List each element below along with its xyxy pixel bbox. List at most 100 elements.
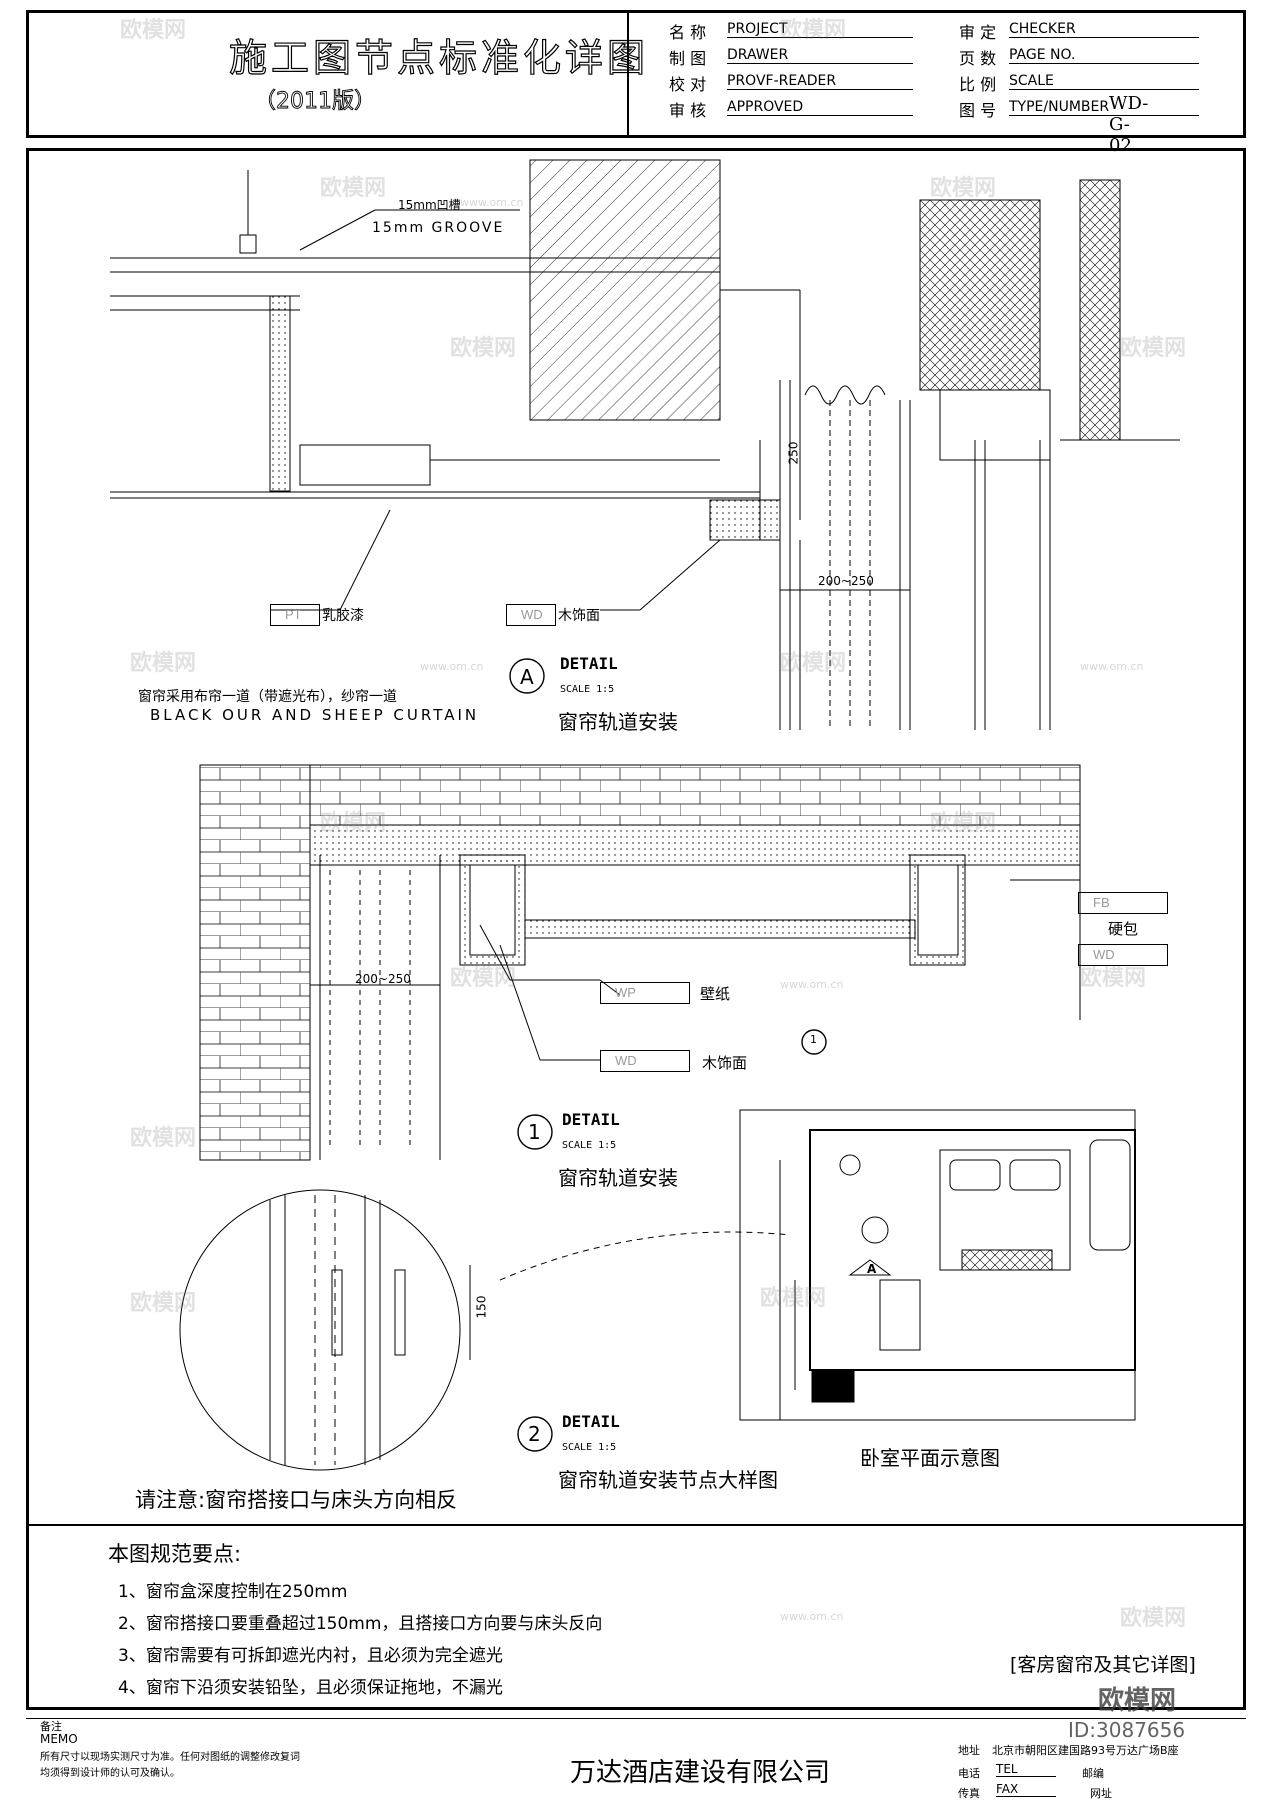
watermark-brand: 欧模网	[320, 176, 387, 201]
bedroom-plan-drawing	[739, 1109, 1136, 1421]
watermark-brand: 欧模网	[1120, 336, 1187, 361]
spec-item: 4、窗帘下沿须安装铅坠，且必须保证拖地，不漏光	[118, 1678, 503, 1698]
watermark-brand: 欧模网	[760, 1286, 827, 1311]
fax-value: FAX	[996, 1782, 1056, 1797]
dim-track-width: 200~250	[818, 574, 874, 588]
watermark-brand: 欧模网	[780, 18, 847, 43]
company-name: 万达酒店建设有限公司	[570, 1758, 831, 1788]
watermark-site: www.om.cn	[780, 978, 844, 991]
memo-line-1: 所有尺寸以现场实测尺寸为准。任何对图纸的调整修改复词	[40, 1752, 300, 1763]
fax-label: 传真	[958, 1787, 980, 1800]
sheet-title: [客房窗帘及其它详图]	[1010, 1654, 1196, 1676]
detail-a-caption: 窗帘轨道安装	[558, 710, 678, 734]
watermark-brand: 欧模网	[130, 1126, 197, 1151]
field-proofreader: 校 对 PROVF-READER	[669, 71, 913, 97]
spec-heading: 本图规范要点:	[108, 1542, 242, 1566]
material-tag-fb-text: 硬包	[1108, 920, 1139, 938]
watermark-id: ID:3087656	[1068, 1718, 1186, 1742]
material-tag-wp-text: 壁纸	[700, 985, 731, 1003]
drawing-series-title: 施工图节点标准化详图	[228, 35, 650, 80]
material-tag-pt: PT	[270, 604, 320, 626]
watermark-brand: 欧模网	[450, 966, 517, 991]
tel-value: TEL	[996, 1762, 1056, 1777]
footer-rule	[26, 1718, 1246, 1719]
drawing-number-value: WD-G-02	[1109, 93, 1149, 156]
watermark-site: www.om.cn	[1080, 660, 1144, 673]
detail-1-caption: 窗帘轨道安装	[558, 1166, 678, 1190]
groove-label-en: 15mm GROOVE	[372, 220, 505, 236]
detail-a-marker: A	[520, 665, 534, 689]
tel-label: 电话	[958, 1767, 980, 1780]
field-page-no: 页 数 PAGE NO.	[959, 45, 1199, 71]
overlap-direction-note: 请注意:窗帘搭接口与床头方向相反	[135, 1488, 458, 1512]
dim-track-width-plan: 200~250	[355, 972, 411, 986]
address-value: 北京市朝阳区建国路93号万达广场B座	[992, 1744, 1179, 1757]
watermark-site: www.om.cn	[460, 196, 524, 209]
watermark-brand: 欧模网	[130, 1291, 197, 1316]
spec-item: 2、窗帘搭接口要重叠超过150mm，且搭接口方向要与床头反向	[118, 1614, 603, 1634]
postcode-label: 邮编	[1082, 1767, 1104, 1780]
watermark-brand: 欧模网	[1120, 1606, 1187, 1631]
section-mark-1: 1	[810, 1033, 817, 1046]
title-divider	[627, 13, 629, 137]
plan-section-marker: A	[867, 1262, 877, 1276]
detail-2-caption: 窗帘轨道安装节点大样图	[558, 1468, 778, 1492]
memo-line-2: 均须得到设计师的认可及确认。	[40, 1768, 180, 1779]
detail-2-scale: SCALE 1:5	[562, 1442, 617, 1453]
edition-label: （2011版）	[254, 89, 377, 115]
watermark-brand: 欧模网	[930, 811, 997, 836]
material-tag-wd-text: 木饰面	[558, 608, 600, 624]
field-drawer: 制 图 DRAWER	[669, 45, 913, 71]
watermark-brand: 欧模网	[320, 811, 387, 836]
detail-2-drawing	[179, 1189, 791, 1471]
watermark-site: www.om.cn	[420, 660, 484, 673]
spec-item: 1、窗帘盒深度控制在250mm	[118, 1582, 348, 1602]
detail-2-label: DETAIL	[562, 1412, 620, 1431]
spec-divider	[28, 1524, 1244, 1526]
spec-item: 3、窗帘需要有可拆卸遮光内衬，且必须为完全遮光	[118, 1646, 503, 1666]
field-approved: 审 核 APPROVED	[669, 97, 913, 123]
bedroom-plan-caption: 卧室平面示意图	[860, 1446, 1000, 1470]
detail-2-marker: 2	[528, 1422, 541, 1446]
watermark-brand: 欧模网	[130, 651, 197, 676]
material-tag-wd-right: WD	[1078, 944, 1168, 966]
field-project: 名 称 PROJECT	[669, 19, 913, 45]
address-label: 地址	[958, 1744, 980, 1757]
curtain-note-en: BLACK OUR AND SHEEP CURTAIN	[150, 706, 480, 724]
detail-a-label: DETAIL	[560, 654, 618, 673]
title-fields-right: 审 定 CHECKER 页 数 PAGE NO. 比 例 SCALE 图 号 T…	[959, 19, 1199, 156]
dim-overlap: 150	[474, 1295, 489, 1319]
spec-list: 1、窗帘盒深度控制在250mm 2、窗帘搭接口要重叠超过150mm，且搭接口方向…	[118, 1576, 602, 1704]
field-checker: 审 定 CHECKER	[959, 19, 1199, 45]
memo-label-cn: 备注	[40, 1720, 62, 1733]
detail-1-label: DETAIL	[562, 1110, 620, 1129]
watermark-brand: 欧模网	[120, 18, 187, 43]
watermark-brand-large: 欧模网	[1098, 1686, 1177, 1716]
title-block: 施工图节点标准化详图 （2011版） 名 称 PROJECT 制 图 DRAWE…	[26, 10, 1246, 156]
detail-marker-circles	[509, 658, 827, 1452]
field-drawing-number: 图 号 TYPE/NUMBER WD-G-02	[959, 93, 1199, 156]
material-tag-wd-left: WD	[600, 1050, 690, 1072]
detail-a-drawing	[110, 159, 1180, 730]
watermark-brand: 欧模网	[450, 336, 517, 361]
website-label: 网址	[1090, 1787, 1112, 1800]
watermark-brand: 欧模网	[930, 176, 997, 201]
watermark-site: www.om.cn	[780, 1610, 844, 1623]
detail-1-marker: 1	[528, 1120, 541, 1144]
groove-label-cn: 15mm凹槽	[398, 198, 461, 212]
material-tag-wp: WP	[600, 982, 690, 1004]
drawing-frame	[26, 148, 1246, 1710]
material-tag-wd-left-text: 木饰面	[702, 1054, 748, 1072]
material-tag-wd: WD	[506, 604, 556, 626]
watermark-brand: 欧模网	[780, 651, 847, 676]
curtain-note-cn: 窗帘采用布帘一道（带遮光布），纱帘一道	[138, 689, 397, 705]
watermark-brand: 欧模网	[1080, 966, 1147, 991]
field-scale: 比 例 SCALE	[959, 71, 1199, 97]
detail-1-scale: SCALE 1:5	[562, 1140, 617, 1151]
material-tag-fb: FB	[1078, 892, 1168, 914]
title-fields-left: 名 称 PROJECT 制 图 DRAWER 校 对 PROVF-READER …	[669, 19, 913, 123]
detail-1-drawing	[199, 764, 1081, 1161]
detail-a-scale: SCALE 1:5	[560, 684, 615, 695]
material-tag-pt-text: 乳胶漆	[322, 608, 364, 624]
